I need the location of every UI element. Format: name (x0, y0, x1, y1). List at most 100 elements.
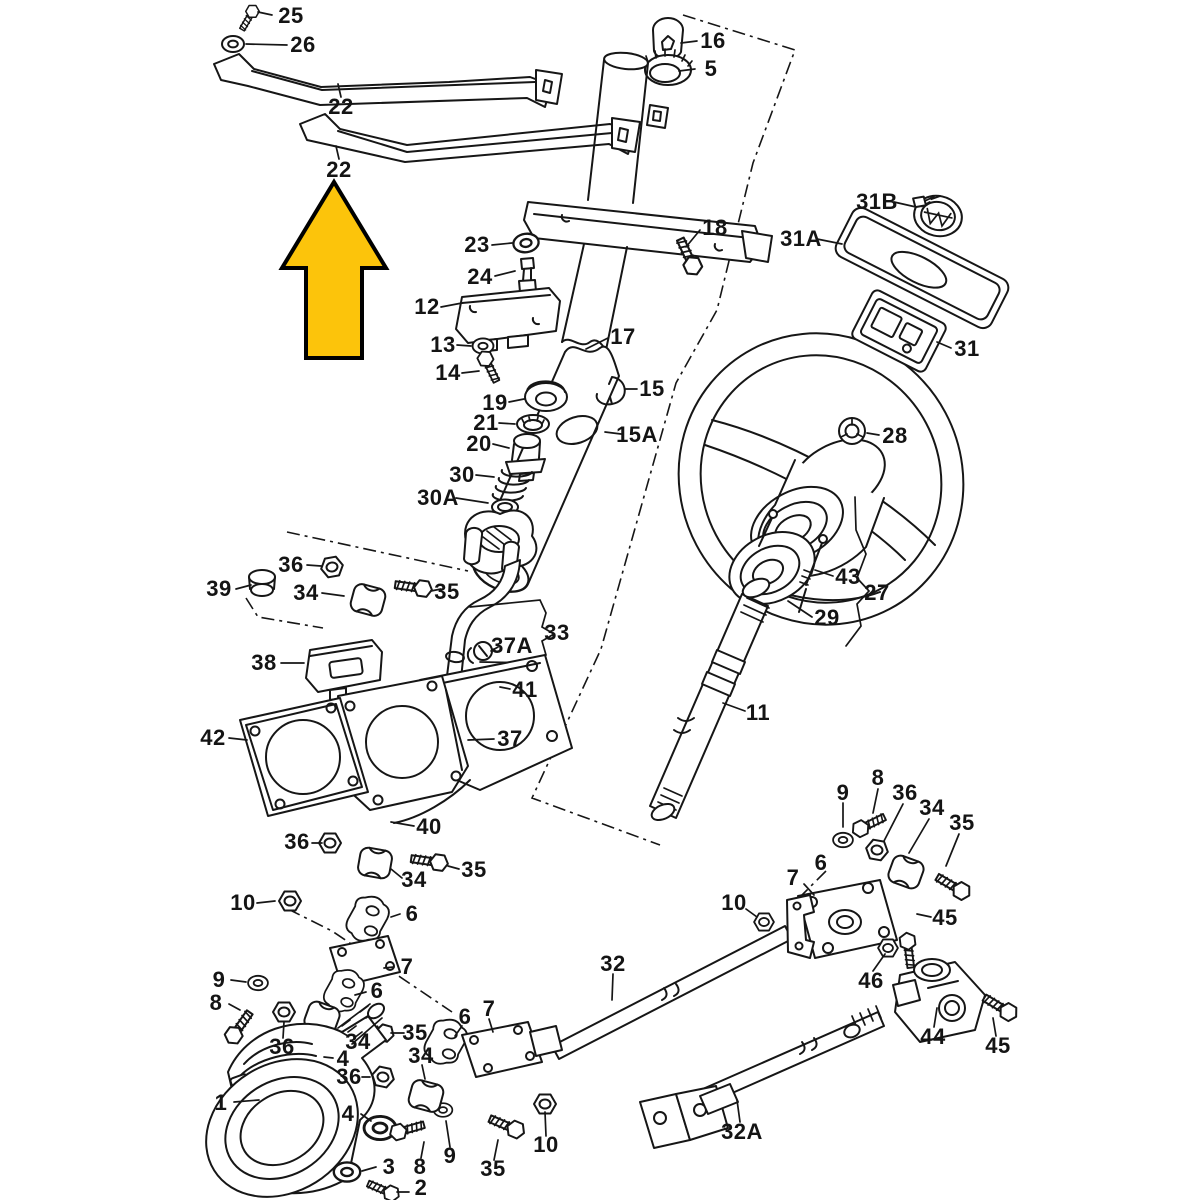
callout-28: 28 (882, 423, 908, 448)
nut-10-b (533, 1093, 557, 1115)
column-mount-plate (523, 201, 773, 263)
switch-housing-31 (851, 289, 947, 373)
washer-26 (221, 35, 245, 53)
flange-42 (239, 697, 369, 817)
callout-35-c: 35 (402, 1020, 428, 1045)
callout-44: 44 (920, 1024, 946, 1049)
bolt-25 (236, 1, 262, 34)
callout-18: 18 (702, 215, 728, 240)
callout-45-a: 45 (932, 905, 958, 930)
callout-36-a: 36 (278, 552, 304, 577)
callout-39: 39 (206, 576, 232, 601)
bolt-35-c (485, 1110, 529, 1142)
spring-30 (491, 469, 533, 502)
callout-22-a: 22 (328, 94, 354, 119)
callout-34-a: 34 (293, 580, 319, 605)
callout-45-b: 45 (985, 1033, 1011, 1058)
callout-5: 5 (704, 56, 718, 81)
callout-46: 46 (858, 968, 884, 993)
callout-14: 14 (435, 360, 461, 385)
cap-16 (652, 17, 684, 60)
callout-36-b: 36 (284, 829, 310, 854)
callout-6-b: 6 (370, 978, 384, 1003)
shaft-32a-bracket (639, 1083, 739, 1149)
callout-3: 3 (382, 1154, 396, 1179)
callout-22-b: 22 (326, 157, 352, 182)
callout-10-c: 10 (721, 890, 747, 915)
callout-31b: 31B (856, 189, 898, 214)
callout-1: 1 (214, 1090, 228, 1115)
callout-27: 27 (864, 580, 890, 605)
bolt-35-d (932, 869, 975, 904)
bolt-45-b (979, 989, 1022, 1025)
clamp-34-c (405, 1077, 447, 1115)
nut-36-upper (318, 554, 346, 580)
ring-15a (555, 415, 599, 445)
grommet-39 (248, 569, 276, 597)
nut-10-left (278, 890, 302, 912)
washer-23 (511, 230, 541, 256)
callout-20: 20 (466, 431, 492, 456)
callout-26: 26 (290, 32, 316, 57)
callout-9-b: 9 (443, 1143, 457, 1168)
callout-4-a: 4 (336, 1046, 350, 1071)
callout-12: 12 (414, 294, 440, 319)
callout-23: 23 (464, 232, 490, 257)
ring-gear-5 (644, 48, 693, 86)
callout-10-b: 10 (533, 1132, 559, 1157)
callout-2: 2 (414, 1175, 428, 1200)
callout-4-b: 4 (341, 1101, 355, 1126)
contact-pin-43 (758, 509, 828, 613)
shaft-32 (551, 925, 793, 1060)
callout-15: 15 (639, 376, 665, 401)
axis-dashdot-lines (245, 14, 827, 1013)
nut-36-d (863, 837, 891, 863)
support-rail-22-upper (213, 53, 563, 108)
lock-housing (463, 509, 538, 575)
callout-41: 41 (512, 677, 538, 702)
vw-emblem-31b (912, 194, 963, 238)
clamp-34-mid (355, 845, 395, 881)
callout-34-e: 34 (919, 795, 945, 820)
callout-35-a: 35 (434, 579, 460, 604)
callout-35-b: 35 (461, 857, 487, 882)
support-rail-22-lower (299, 113, 641, 163)
callout-6-d: 6 (814, 850, 828, 875)
callout-13: 13 (430, 332, 456, 357)
trim-plate-31a (834, 206, 1010, 330)
callout-31a: 31A (780, 226, 822, 251)
highlight-arrow-up (278, 178, 390, 360)
clip-37a (466, 641, 493, 664)
leader-lines (228, 11, 997, 1193)
screw-45-a (898, 930, 920, 970)
callout-29: 29 (814, 605, 840, 630)
callout-9-c: 9 (836, 780, 850, 805)
clamp-34-upper (347, 581, 389, 619)
callout-38: 38 (251, 650, 277, 675)
washer-9-a (247, 974, 269, 992)
callout-42: 42 (200, 725, 226, 750)
bolt-8-c (848, 809, 889, 841)
washer-3 (332, 1161, 362, 1183)
callout-24: 24 (467, 264, 493, 289)
nut-36-b (272, 1001, 296, 1023)
callout-15a: 15A (616, 422, 658, 447)
callout-35-e: 35 (949, 810, 975, 835)
callout-6-c: 6 (458, 1004, 472, 1029)
callout-36-e: 36 (892, 780, 918, 805)
nut-28 (838, 417, 866, 445)
callout-40: 40 (416, 814, 442, 839)
washer-9-c (832, 831, 854, 849)
universal-joint-44 (892, 958, 986, 1043)
callout-17: 17 (610, 324, 636, 349)
brace-27 (845, 496, 871, 647)
callout-25: 25 (278, 3, 304, 28)
bolt-2 (364, 1176, 403, 1200)
callout-37: 37 (497, 726, 523, 751)
callout-8-b: 8 (413, 1154, 427, 1179)
callout-34-c: 34 (345, 1029, 371, 1054)
steering-shaft-11 (649, 577, 771, 822)
callout-36-d: 36 (336, 1064, 362, 1089)
